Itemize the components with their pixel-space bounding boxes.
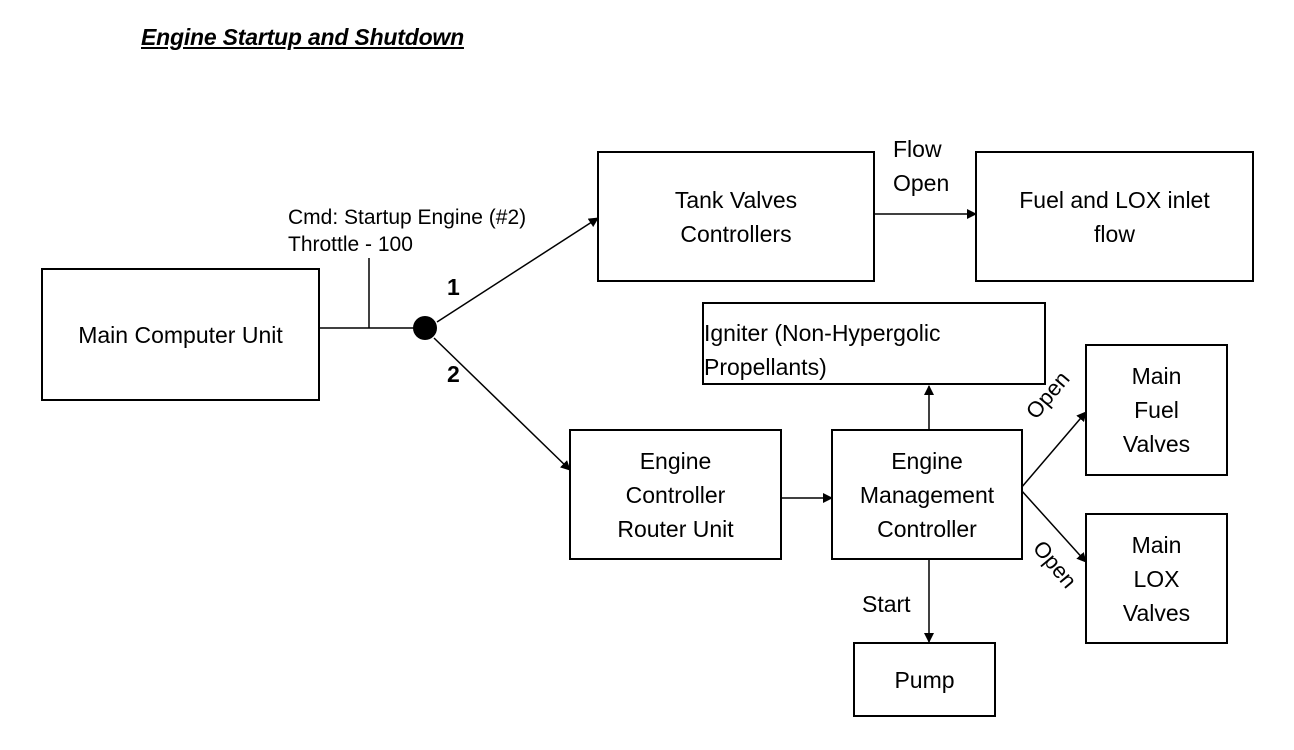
arrow-to-tank-valves	[436, 217, 599, 323]
main-fuel-line-3: Valves	[1122, 431, 1191, 457]
engine-controller-router-box: Engine Controller Router Unit	[569, 429, 782, 560]
main-lox-valves-box: Main LOX Valves	[1085, 513, 1228, 644]
engine-router-line-3: Router Unit	[617, 515, 734, 542]
flow-label: Flow	[893, 136, 942, 162]
engine-mgmt-line-2: Management	[859, 481, 995, 508]
igniter-line-2: Propellants)	[704, 354, 827, 380]
main-fuel-line-1: Main	[1131, 363, 1182, 389]
igniter-box: Igniter (Non-Hypergolic Propellants)	[702, 302, 1046, 385]
engine-mgmt-line-1: Engine	[891, 447, 963, 474]
page-title: Engine Startup and Shutdown	[141, 24, 464, 50]
pump-label: Pump	[894, 666, 955, 693]
main-lox-line-2: LOX	[1133, 565, 1180, 592]
cmd-label: Cmd: Startup Engine (#2)	[288, 206, 527, 229]
main-fuel-line-2: Fuel	[1134, 397, 1179, 423]
fuel-lox-inlet-line-1: Fuel and LOX inlet	[1019, 186, 1210, 213]
main-lox-line-1: Main	[1131, 531, 1182, 558]
branch-1-label: 1	[447, 274, 460, 300]
tank-valves-controllers-box: Tank Valves Controllers	[597, 151, 875, 282]
engine-router-line-2: Controller	[625, 481, 726, 508]
main-lox-line-3: Valves	[1122, 599, 1191, 626]
pump-box: Pump	[853, 642, 996, 717]
engine-router-line-1: Engine	[639, 447, 712, 474]
engine-mgmt-line-3: Controller	[877, 515, 977, 542]
throttle-label: Throttle - 100	[288, 233, 413, 256]
arrow-to-main-fuel	[1020, 411, 1087, 489]
main-computer-unit-label: Main Computer Unit	[78, 321, 283, 348]
fuel-lox-inlet-line-2: flow	[1094, 220, 1135, 247]
open-tank-label: Open	[893, 170, 950, 196]
arrow-to-main-lox	[1020, 489, 1087, 563]
arrow-to-engine-router	[433, 337, 571, 471]
fuel-lox-inlet-box: Fuel and LOX inlet flow	[975, 151, 1254, 282]
branch-2-label: 2	[447, 361, 460, 387]
igniter-line-1: Igniter (Non-Hypergolic	[704, 320, 941, 346]
main-fuel-valves-box: Main Fuel Valves	[1085, 344, 1228, 476]
start-label: Start	[862, 591, 911, 617]
main-computer-unit-box: Main Computer Unit	[41, 268, 320, 401]
junction-dot	[413, 316, 437, 340]
tank-valves-line-2: Controllers	[680, 220, 792, 247]
tank-valves-line-1: Tank Valves	[674, 186, 798, 213]
engine-management-controller-box: Engine Management Controller	[831, 429, 1023, 560]
